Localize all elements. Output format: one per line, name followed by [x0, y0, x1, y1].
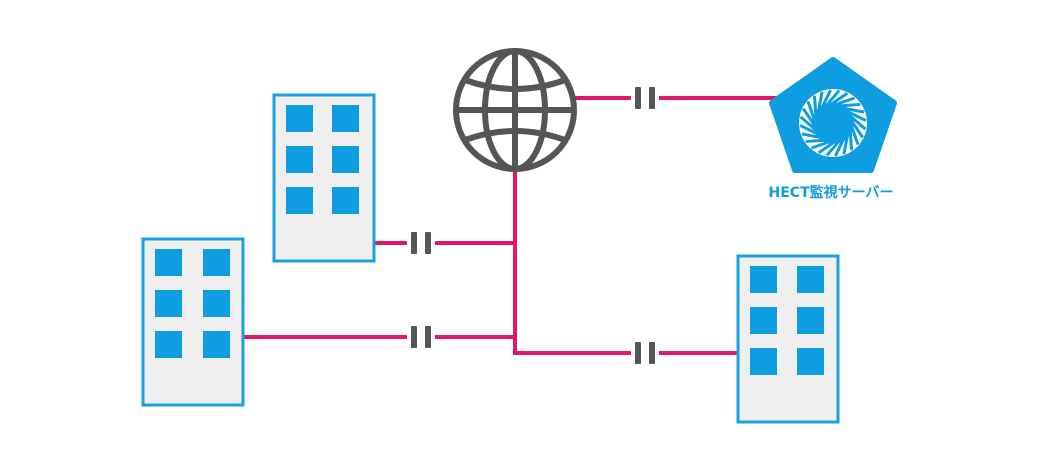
breaker-icon: [631, 342, 659, 364]
breaker-icon: [407, 232, 435, 254]
aperture-blade: [851, 122, 864, 139]
aperture-blade: [817, 141, 834, 154]
office-building-icon: [272, 93, 376, 263]
breaker-marks: [407, 87, 659, 364]
aperture-blade: [851, 116, 867, 131]
aperture-blade: [834, 139, 845, 157]
aperture-icon: [799, 89, 867, 157]
aperture-blade: [812, 95, 818, 114]
office-building-icon: [736, 254, 840, 424]
aperture-blade: [799, 115, 815, 130]
aperture-blade: [810, 140, 829, 150]
aperture-blade: [832, 92, 849, 105]
aperture-blade: [817, 91, 824, 110]
aperture-blade: [821, 89, 832, 107]
office-building-icon: [141, 237, 245, 407]
server-node: HECT監視サーバー: [769, 57, 897, 201]
aperture-blade: [842, 102, 861, 108]
aperture-blade: [801, 132, 820, 139]
globe-icon: [453, 48, 577, 172]
aperture-blade: [799, 124, 817, 135]
aperture-blade: [837, 96, 856, 106]
aperture-pentagon-icon: [769, 57, 897, 173]
aperture-blade: [802, 107, 815, 124]
aperture-blade: [846, 107, 865, 114]
aperture-blade: [806, 100, 816, 119]
breaker-icon: [631, 87, 659, 109]
aperture-blade: [842, 136, 849, 155]
aperture-blade: [849, 111, 867, 122]
aperture-blade: [848, 132, 854, 151]
aperture-blade: [826, 89, 841, 105]
aperture-blade: [825, 141, 840, 157]
aperture-blade: [850, 127, 860, 146]
connection-lines: [241, 96, 780, 355]
aperture-blade: [805, 138, 824, 144]
breaker-icon: [407, 326, 435, 348]
server-label: HECT監視サーバー: [769, 184, 894, 201]
